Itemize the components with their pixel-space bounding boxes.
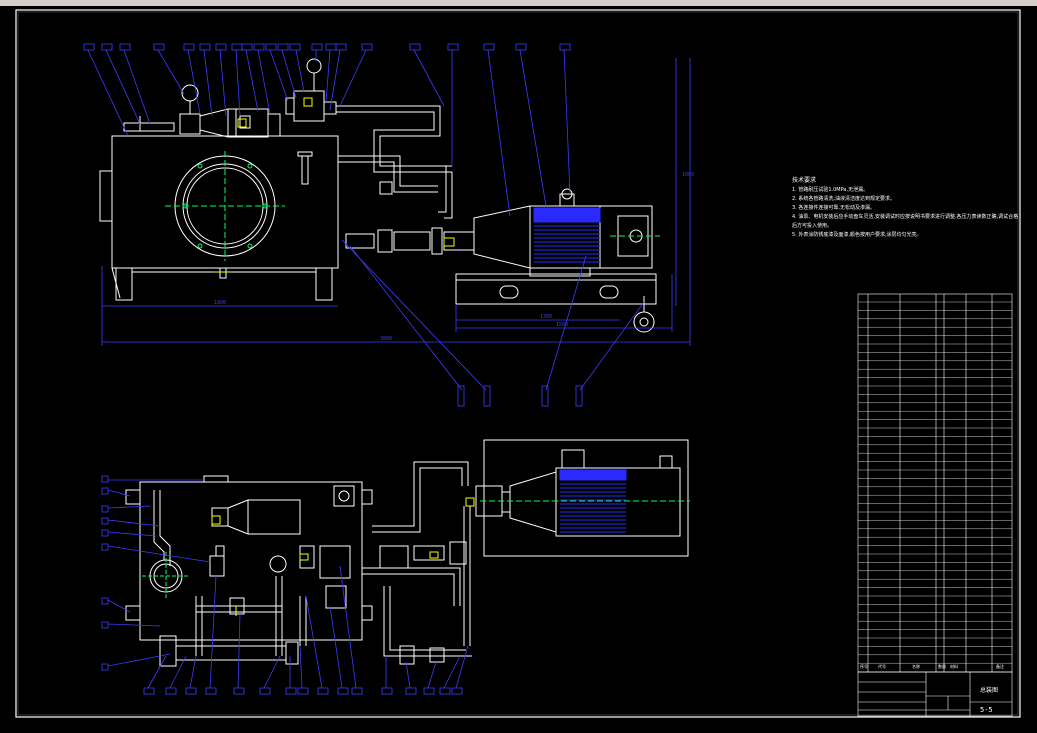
tank-top-view — [139, 481, 363, 641]
top-view — [125, 461, 557, 667]
part-balloons-plan — [101, 475, 463, 695]
dim-base2: 1300 — [540, 314, 552, 320]
parts-list-header: 序号 代号 名称 数量材料 备注 — [860, 663, 1004, 669]
part-balloons-top — [83, 43, 583, 407]
parts-list-rows — [858, 301, 1012, 664]
drawing-name: 总装图 — [980, 686, 998, 694]
dimension-lines-plan — [107, 479, 469, 689]
header-column: 名称 — [912, 663, 920, 669]
dim-base: 1500 — [556, 322, 568, 328]
cad-drawing-canvas[interactable]: 3800 1800 1500 1300 1000 — [0, 6, 1037, 729]
top-motor — [227, 108, 269, 138]
drawing-svg: 3800 1800 1500 1300 1000 — [15, 9, 1021, 718]
tank-foot-right — [315, 267, 333, 301]
header-column: 材料 — [950, 663, 958, 669]
motor-fins-front — [533, 207, 601, 263]
pressure-gauge-mid — [269, 555, 287, 573]
main-motor-front — [529, 205, 653, 269]
sheet-number: 5-5 — [980, 706, 993, 714]
header-column: 备注 — [996, 663, 1004, 669]
notes-title: 技术要求 — [792, 177, 817, 184]
note-2: 2. 系统各管路清洗,油液清洁度达到规定要求。 — [792, 196, 895, 202]
note-3: 3. 各连接件连接可靠,无松动及渗漏。 — [792, 205, 875, 211]
pressure-gauge-top — [181, 84, 199, 102]
dim-overall: 3800 — [380, 336, 392, 342]
dim-tank: 1800 — [214, 300, 226, 306]
header-column: 序号 — [860, 663, 868, 669]
drawing-frame — [15, 9, 1021, 718]
pressure-gauge-top2 — [306, 58, 322, 74]
technical-notes: 技术要求 1. 管路耐压试验1.0MPa,无泄漏。 2. 系统各管路清洗,油液清… — [792, 176, 1022, 240]
top-motor-plan — [247, 499, 301, 535]
motor-plan-frame — [483, 439, 689, 557]
note-4: 4. 油泵、电机安装后应手动盘车灵活,安装调试时应按说明书要求进行调整,各压力表… — [792, 214, 1019, 229]
main-motor-plan — [555, 449, 681, 537]
lifting-hook — [633, 311, 655, 333]
motor-base — [455, 273, 657, 305]
front-view — [99, 58, 660, 333]
title-block — [857, 671, 1013, 717]
motor-fins-plan — [559, 469, 627, 533]
dim-height: 1000 — [682, 172, 694, 178]
dimension-lines-front — [87, 49, 691, 391]
tank-foot-left — [115, 267, 133, 301]
note-1: 1. 管路耐压试验1.0MPa,无泄漏。 — [792, 187, 869, 193]
note-5: 5. 外表涂防锈底漆及面漆,颜色按用户要求,涂层均匀光亮。 — [792, 232, 922, 238]
header-column: 数量 — [938, 663, 946, 669]
header-column: 代号 — [878, 663, 886, 669]
parts-list-table — [857, 293, 1013, 673]
